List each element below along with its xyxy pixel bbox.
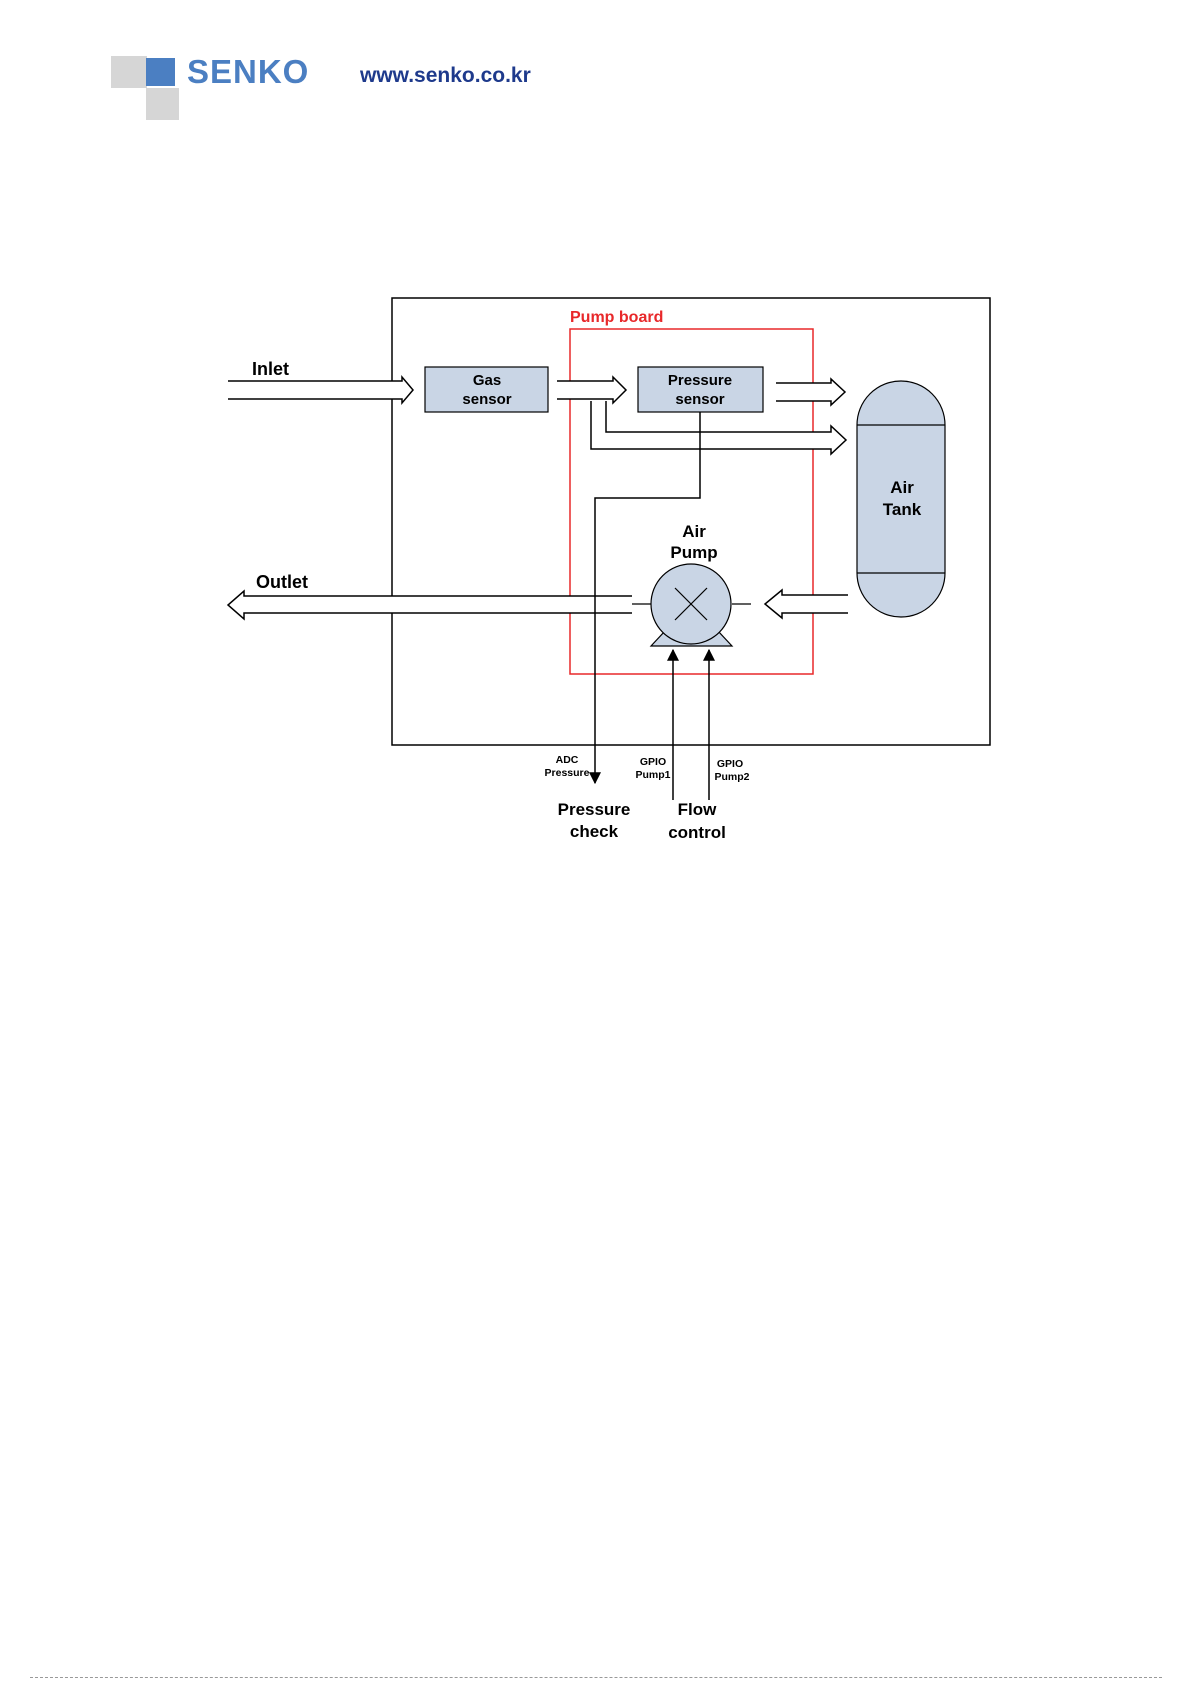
gpio2-label-line1: GPIO [717, 758, 743, 770]
gpio1-label-line2: Pump1 [635, 769, 670, 781]
pump-board-label: Pump board [570, 309, 663, 326]
pressure-check-label-line1: Pressure [558, 800, 631, 819]
air-tank-label-line2: Tank [883, 500, 922, 519]
air-tank [857, 381, 945, 617]
air-pump-label-line2: Pump [670, 543, 717, 562]
air-pump-icon [632, 564, 751, 646]
gas-sensor-label-line2: sensor [462, 391, 511, 408]
inlet-label: Inlet [252, 359, 289, 379]
flow-control-label-line1: Flow [678, 800, 717, 819]
adc-label-line1: ADC [556, 754, 579, 766]
footer-divider [30, 1677, 1162, 1678]
pressure-sensor-label-line1: Pressure [668, 372, 732, 389]
pump-system-diagram: Pump board Inlet Gas sensor Pressure sen… [0, 0, 1192, 870]
gpio2-label-line2: Pump2 [714, 771, 749, 783]
gas-to-pressure-arrow [557, 377, 626, 403]
adc-label-line2: Pressure [545, 767, 590, 779]
pressure-check-label-line2: check [570, 822, 619, 841]
pressure-to-tank-arrow [776, 379, 845, 405]
outlet-label: Outlet [256, 572, 308, 592]
air-tank-label-line1: Air [890, 478, 914, 497]
tank-to-pump-arrow [765, 590, 848, 618]
inlet-arrow [228, 377, 413, 403]
flow-control-label-line2: control [668, 823, 726, 842]
air-pump-label-line1: Air [682, 522, 706, 541]
gpio1-label-line1: GPIO [640, 756, 666, 768]
gas-sensor-label-line1: Gas [473, 372, 501, 389]
pressure-sensor-label-line2: sensor [675, 391, 724, 408]
outlet-arrow [228, 591, 632, 619]
